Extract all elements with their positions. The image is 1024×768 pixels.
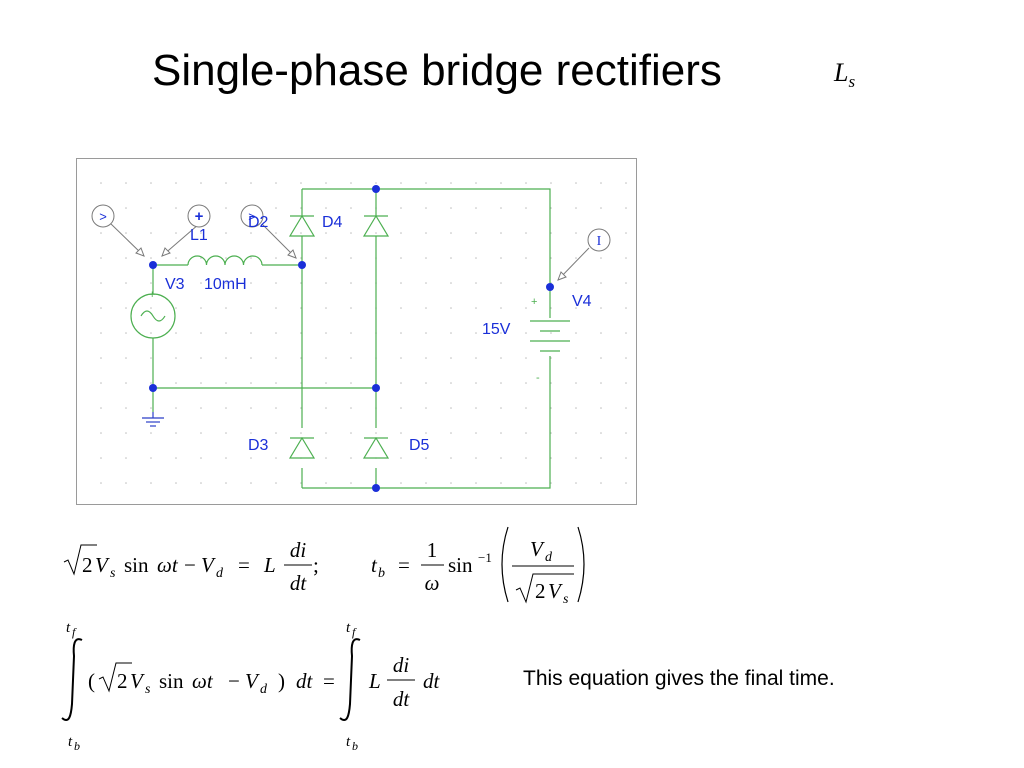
svg-text:): )	[278, 669, 285, 693]
svg-text:=: =	[238, 553, 250, 577]
svg-text:f: f	[72, 625, 77, 639]
v4-plus-sign: +	[531, 296, 537, 308]
current-probe[interactable]: I	[587, 228, 611, 252]
svg-text:t: t	[346, 620, 351, 636]
label-l1-value: 10mH	[204, 276, 247, 293]
diode-d4	[362, 214, 390, 237]
probe-arrows	[109, 222, 590, 281]
v3-plus-sign: +	[149, 289, 155, 301]
label-v4-value: 15V	[482, 321, 511, 338]
svg-text:ω: ω	[425, 571, 440, 595]
inductor-l1	[187, 255, 263, 266]
battery-v4	[530, 320, 570, 352]
slide-title: Single-phase bridge rectifiers	[152, 46, 722, 95]
svg-text:di: di	[393, 653, 410, 677]
label-d2: D2	[248, 214, 269, 231]
svg-text:>: >	[248, 209, 256, 224]
svg-text:t: t	[346, 734, 351, 750]
label-v3: V3	[165, 276, 185, 293]
svg-text:L: L	[263, 553, 276, 577]
svg-text:dt: dt	[296, 669, 314, 693]
svg-text:d: d	[545, 550, 553, 565]
voltage-probe-1[interactable]: >	[91, 204, 115, 228]
svg-text:(: (	[88, 669, 95, 693]
svg-text:f: f	[352, 625, 357, 639]
junction-dots	[149, 185, 554, 492]
label-d5: D5	[409, 437, 430, 454]
svg-text:t: t	[371, 553, 378, 577]
svg-text:dt: dt	[423, 669, 441, 693]
svg-text:2: 2	[82, 553, 93, 577]
label-l1: L1	[190, 227, 208, 244]
svg-text:ωt: ωt	[157, 553, 179, 577]
svg-text:=: =	[323, 669, 335, 693]
svg-text:sin: sin	[124, 553, 149, 577]
svg-text:b: b	[352, 739, 358, 753]
voltage-probe-3[interactable]: >	[240, 204, 264, 228]
title-symbol: Ls	[834, 58, 856, 92]
svg-text:s: s	[110, 566, 116, 581]
diode-d3	[288, 436, 316, 459]
svg-text:dt: dt	[393, 687, 411, 711]
svg-text:di: di	[290, 538, 307, 562]
svg-text:2: 2	[535, 579, 546, 603]
label-d3: D3	[248, 437, 269, 454]
svg-text:I: I	[597, 234, 602, 249]
equation-2: t b = 1 ω sin −1 V d 2 V s	[371, 526, 585, 607]
svg-text:V: V	[95, 553, 110, 577]
v3-minus-sign: -	[150, 332, 154, 344]
svg-text:sin: sin	[448, 553, 473, 577]
svg-text:t: t	[68, 734, 73, 750]
svg-text:V: V	[530, 537, 545, 561]
label-v4: V4	[572, 293, 592, 310]
equation-1: 2 V s sin ωt − V d = L di dt ;	[63, 538, 319, 595]
svg-text:b: b	[378, 566, 385, 581]
circuit-schematic: > + > I L1 10mH V3 D2 D4 D3 D5 V4 15V + …	[76, 158, 637, 505]
svg-text:−: −	[228, 669, 240, 693]
ac-source-v3	[130, 293, 176, 339]
svg-text:b: b	[74, 739, 80, 753]
svg-text:t: t	[66, 620, 71, 636]
svg-text:d: d	[260, 682, 268, 697]
svg-text:2: 2	[117, 669, 128, 693]
svg-text:L: L	[368, 669, 381, 693]
svg-text:V: V	[245, 669, 260, 693]
svg-text:=: =	[398, 553, 410, 577]
svg-text:dt: dt	[290, 571, 308, 595]
svg-text:d: d	[216, 566, 224, 581]
svg-text:1: 1	[427, 538, 438, 562]
svg-text:>: >	[99, 209, 107, 224]
svg-text:V: V	[548, 579, 563, 603]
svg-text:ωt: ωt	[192, 669, 214, 693]
diode-d2	[288, 214, 316, 237]
svg-text:sin: sin	[159, 669, 184, 693]
label-d4: D4	[322, 214, 343, 231]
svg-text:+: +	[195, 208, 204, 225]
svg-text:−1: −1	[478, 550, 492, 565]
v4-minus-sign: -	[536, 372, 540, 384]
svg-text:V: V	[130, 669, 145, 693]
svg-text:−: −	[184, 553, 196, 577]
equation-caption: This equation gives the final time.	[523, 667, 835, 690]
svg-text:s: s	[145, 682, 151, 697]
voltage-probe-2[interactable]: +	[187, 204, 211, 228]
svg-text:s: s	[563, 592, 569, 607]
svg-text:V: V	[201, 553, 216, 577]
svg-text:;: ;	[313, 553, 319, 577]
diode-d5	[362, 436, 390, 459]
ground-symbol	[142, 412, 164, 427]
equation-3: t f t b ( 2 V s sin ωt − V d ) dt = t f …	[61, 620, 441, 753]
